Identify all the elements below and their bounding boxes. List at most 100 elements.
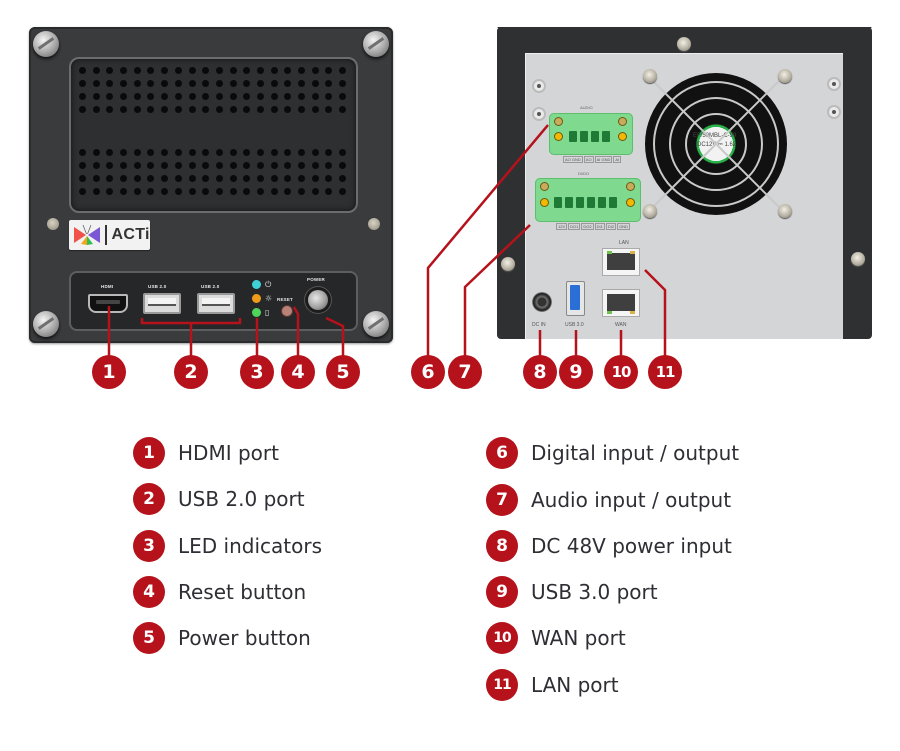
front-panel-photo: ACTi HDMI USB 2.0 USB 2.0 ⏻ ☼ ▯ RESET PO… [29, 27, 393, 343]
vent-hole [202, 93, 210, 100]
power-button [308, 290, 328, 310]
vent-hole [188, 106, 196, 113]
vent-hole [243, 80, 251, 87]
vent-hole [243, 67, 251, 74]
legend-item-wan: 10 WAN port [486, 622, 626, 654]
vent-hole [133, 106, 141, 113]
terminal-screw-icon [619, 133, 626, 140]
vent-hole [325, 175, 333, 182]
vent-hole [161, 80, 169, 87]
vent-hole [229, 188, 237, 195]
vent-hole [161, 67, 169, 74]
terminal-pin [569, 131, 577, 142]
hdmi-label: HDMI [101, 284, 114, 289]
dc-in-jack [532, 292, 552, 312]
vent-hole [243, 162, 251, 169]
vent-hole [161, 149, 169, 156]
legend-badge: 7 [486, 484, 518, 516]
vent-hole [79, 149, 86, 156]
vent-hole [120, 67, 128, 74]
legend-label: LED indicators [178, 534, 322, 558]
vent-hole [256, 149, 264, 156]
terminal-pin [576, 197, 584, 208]
vent-hole [339, 106, 347, 113]
vent-hole [133, 149, 141, 156]
vent-hole [243, 188, 251, 195]
vent-hole [311, 93, 319, 100]
vent-hole [120, 149, 128, 156]
vent-hole [339, 80, 347, 87]
vent-hole [229, 106, 237, 113]
vent-hole [215, 93, 223, 100]
link-led [607, 251, 612, 254]
vent-hole [147, 175, 155, 182]
vent-hole [133, 80, 141, 87]
terminal-screw-icon [541, 199, 548, 206]
fan-model-text: EF/50MBL-C-99 [693, 133, 737, 139]
legend-label: USB 2.0 port [178, 487, 305, 511]
legend-badge: 10 [486, 622, 518, 654]
vent-hole [215, 188, 223, 195]
vent-hole [325, 149, 333, 156]
usb-3-port [566, 281, 585, 316]
legend-item-hdmi: 1 HDMI port [133, 437, 279, 469]
activity-led [630, 311, 635, 314]
thumb-screw-icon [33, 311, 59, 337]
power-label: POWER [307, 277, 326, 282]
vent-hole [243, 149, 251, 156]
screw-icon [677, 37, 691, 51]
vent-hole [106, 93, 114, 100]
legend-label: WAN port [531, 626, 626, 650]
vent-hole [215, 67, 223, 74]
vent-hole [298, 188, 305, 195]
vent-hole [188, 162, 196, 169]
legend-badge: 4 [133, 576, 165, 608]
terminal-pin [580, 131, 588, 142]
callout-badge-8: 8 [523, 355, 557, 389]
legend-badge: 9 [486, 576, 518, 608]
vent-hole [202, 80, 210, 87]
vent-hole [270, 188, 278, 195]
vent-hole [174, 162, 182, 169]
vent-hole [311, 67, 319, 74]
screw-icon [501, 257, 515, 271]
vent-hole [229, 67, 237, 74]
vent-hole [284, 149, 292, 156]
vent-hole [256, 67, 264, 74]
vent-hole [92, 80, 100, 87]
vent-hole [270, 149, 278, 156]
vent-hole [284, 188, 292, 195]
fan-screw-icon [778, 204, 792, 218]
vent-hole [229, 93, 237, 100]
vent-hole [311, 106, 319, 113]
vent-hole-row [79, 149, 347, 156]
reset-button [282, 306, 292, 316]
vent-hole [92, 175, 100, 182]
legend-badge: 8 [486, 530, 518, 562]
audio-label: AUDIO [580, 105, 593, 110]
legend-label: Digital input / output [531, 441, 740, 465]
vent-hole [311, 80, 319, 87]
front-io-panel: HDMI USB 2.0 USB 2.0 ⏻ ☼ ▯ RESET POWER [69, 271, 358, 331]
terminal-screw-icon [555, 118, 562, 125]
power-icon: ⏻ [265, 280, 272, 289]
vent-hole [120, 188, 128, 195]
vent-hole [256, 80, 264, 87]
legend-item-dido: 6 Digital input / output [486, 437, 739, 469]
vent-hole [120, 106, 128, 113]
vent-hole [298, 162, 305, 169]
vent-hole [325, 162, 333, 169]
vent-hole-row [79, 106, 347, 113]
legend-label: LAN port [531, 673, 619, 697]
callout-badge-3: 3 [240, 355, 274, 389]
vent-hole [215, 175, 223, 182]
pin-label: DI1 [594, 223, 605, 230]
callout-badge-4: 4 [281, 355, 315, 389]
vent-hole [92, 93, 100, 100]
vent-hole [92, 188, 100, 195]
legend-item-reset: 4 Reset button [133, 576, 306, 608]
vent-hole [161, 162, 169, 169]
vent-hole [339, 149, 347, 156]
callout-badge-6: 6 [411, 355, 445, 389]
vent-hole [188, 80, 196, 87]
